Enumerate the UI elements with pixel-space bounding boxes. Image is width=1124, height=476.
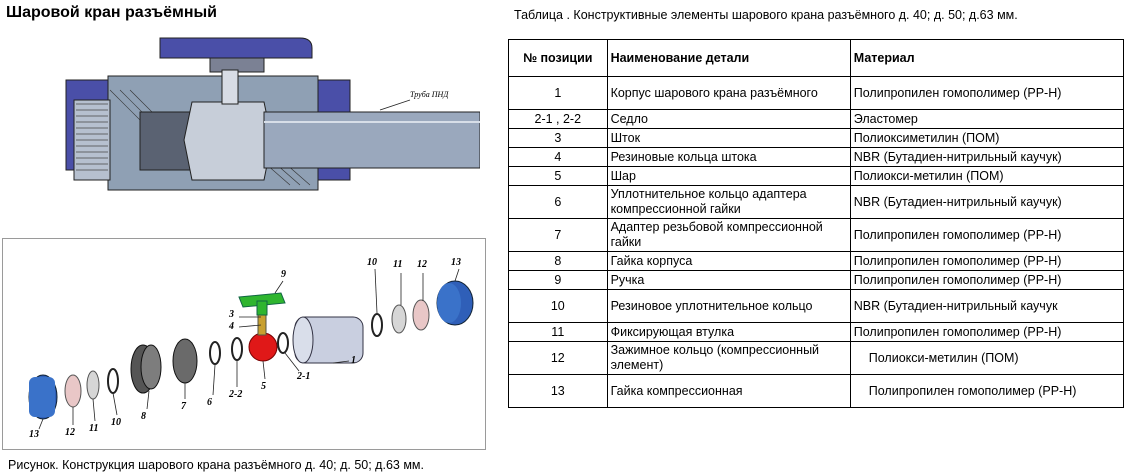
part-label-3: 3 xyxy=(229,309,234,320)
cell-name: Зажимное кольцо (компрессионный элемент) xyxy=(606,341,851,375)
cell-pos: 7 xyxy=(508,218,608,252)
table-row: 2-1 , 2-2 Седло Эластомер xyxy=(508,109,1124,129)
part-label-12: 12 xyxy=(65,427,75,438)
page-title: Шаровой кран разъёмный xyxy=(6,4,217,21)
cell-name: Фиксирующая втулка xyxy=(606,322,851,342)
cell-pos: 6 xyxy=(508,185,608,219)
part-label-7: 7 xyxy=(181,401,186,412)
cell-name: Уплотнительное кольцо адаптера компресси… xyxy=(606,185,851,219)
exploded-view: 13 12 11 10 8 7 6 2-2 5 2-1 1 3 4 9 10 1… xyxy=(2,238,486,450)
part-label-10: 10 xyxy=(111,417,121,428)
parts-table: № позиции Наименование детали Материал 1… xyxy=(508,39,1124,408)
cell-name: Адаптер резьбовой компрессионной гайки xyxy=(606,218,851,252)
cell-pos: 10 xyxy=(508,289,608,323)
part-label-5: 5 xyxy=(261,381,266,392)
cell-pos: 2-1 , 2-2 xyxy=(508,109,608,129)
table-row: 12 Зажимное кольцо (компрессионный элеме… xyxy=(508,341,1124,375)
part-label-13: 13 xyxy=(29,429,39,440)
part-label-12-right: 12 xyxy=(417,259,427,270)
table-caption: Таблица . Конструктивные элементы шарово… xyxy=(514,8,1018,22)
cell-material: Полипропилен гомополимер (PP-H) xyxy=(849,76,1124,110)
part-label-4: 4 xyxy=(229,321,234,332)
cell-pos: 13 xyxy=(508,374,608,408)
part-label-1: 1 xyxy=(351,355,356,366)
cell-pos: 9 xyxy=(508,270,608,290)
cell-material: Полиокси-метилин (ПОМ) xyxy=(849,166,1124,186)
cell-pos: 5 xyxy=(508,166,608,186)
cell-name: Ручка xyxy=(606,270,851,290)
cell-pos: 12 xyxy=(508,341,608,375)
cell-pos: 3 xyxy=(508,128,608,148)
table-row: 10 Резиновое уплотнительное кольцо NBR (… xyxy=(508,289,1124,323)
cell-name: Шток xyxy=(606,128,851,148)
table-row: 4 Резиновые кольца штока NBR (Бутадиен-н… xyxy=(508,147,1124,167)
table-row: 3 Шток Полиоксиметилин (ПОМ) xyxy=(508,128,1124,148)
cell-pos: 1 xyxy=(508,76,608,110)
cell-material: Полиокси-метилин (ПОМ) xyxy=(849,341,1124,375)
cell-material: Эластомер xyxy=(849,109,1124,129)
cell-material: Полипропилен гомополимер (PP-H) xyxy=(849,270,1124,290)
cell-name: Гайка корпуса xyxy=(606,251,851,271)
cell-name: Гайка компрессионная xyxy=(606,374,851,408)
table-row: 7 Адаптер резьбовой компрессионной гайки… xyxy=(508,218,1124,252)
part-label-2-2: 2-2 xyxy=(229,389,243,400)
exploded-drawing xyxy=(28,268,474,430)
table-row: 13 Гайка компрессионная Полипропилен гом… xyxy=(508,374,1124,408)
figure-caption: Рисунок. Конструкция шарового крана разъ… xyxy=(8,458,424,472)
cell-name: Корпус шарового крана разъёмного xyxy=(606,76,851,110)
cell-material: Полипропилен гомополимер (PP-H) xyxy=(849,322,1124,342)
cell-material: Полипропилен гомополимер (PP-H) xyxy=(849,251,1124,271)
header-position: № позиции xyxy=(508,39,608,77)
cell-pos: 11 xyxy=(508,322,608,342)
cell-pos: 8 xyxy=(508,251,608,271)
cell-material: Полиоксиметилин (ПОМ) xyxy=(849,128,1124,148)
part-label-6: 6 xyxy=(207,397,212,408)
table-row: 11 Фиксирующая втулка Полипропилен гомоп… xyxy=(508,322,1124,342)
cell-name: Шар xyxy=(606,166,851,186)
table-row: 6 Уплотнительное кольцо адаптера компрес… xyxy=(508,185,1124,219)
valve-cross-section: Труба ПНД xyxy=(50,30,480,220)
cell-material: Полипропилен гомополимер (PP-H) xyxy=(849,218,1124,252)
table-row: 1 Корпус шарового крана разъёмного Полип… xyxy=(508,76,1124,110)
cell-material: NBR (Бутадиен-нитрильный каучук) xyxy=(849,185,1124,219)
cell-pos: 4 xyxy=(508,147,608,167)
cell-name: Седло xyxy=(606,109,851,129)
part-label-13-right: 13 xyxy=(451,257,461,268)
table-row: 8 Гайка корпуса Полипропилен гомополимер… xyxy=(508,251,1124,271)
cell-material: NBR (Бутадиен-нитрильный каучук xyxy=(849,289,1124,323)
table-header-row: № позиции Наименование детали Материал xyxy=(508,39,1124,77)
pipe-label: Труба ПНД xyxy=(410,90,449,99)
cell-name: Резиновые кольца штока xyxy=(606,147,851,167)
part-label-8: 8 xyxy=(141,411,146,422)
part-label-11: 11 xyxy=(89,423,99,434)
table-row: 9 Ручка Полипропилен гомополимер (PP-H) xyxy=(508,270,1124,290)
part-label-11-right: 11 xyxy=(393,259,403,270)
part-label-10-right: 10 xyxy=(367,257,377,268)
cell-material: Полипропилен гомополимер (PP-H) xyxy=(849,374,1124,408)
header-part-name: Наименование детали xyxy=(606,39,851,77)
cell-material: NBR (Бутадиен-нитрильный каучук) xyxy=(849,147,1124,167)
table-row: 5 Шар Полиокси-метилин (ПОМ) xyxy=(508,166,1124,186)
header-material: Материал xyxy=(849,39,1124,77)
cell-name: Резиновое уплотнительное кольцо xyxy=(606,289,851,323)
part-label-2-1: 2-1 xyxy=(297,371,311,382)
part-label-9: 9 xyxy=(281,269,286,280)
